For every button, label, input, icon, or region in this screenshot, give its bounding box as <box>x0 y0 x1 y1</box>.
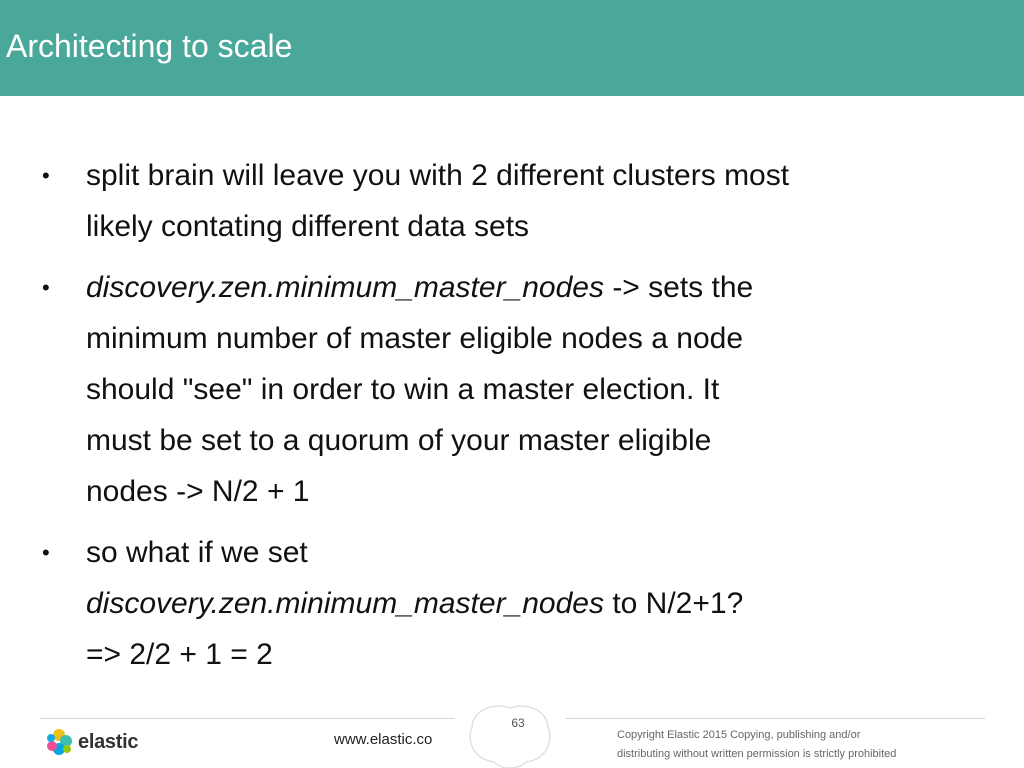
footer-divider-right <box>565 718 985 719</box>
elastic-logo-icon <box>47 729 72 755</box>
bullet-line: likely contating different data sets <box>86 210 530 243</box>
brand-name: elastic <box>78 731 139 753</box>
page-number: 63 <box>511 716 525 730</box>
bullet-line: so what if we set <box>86 536 308 569</box>
bullet-item: • so what if we set discovery.zen.minimu… <box>36 527 986 680</box>
copyright-line: Copyright Elastic 2015 Copying, publishi… <box>617 729 861 741</box>
copyright-line: distributing without written permission … <box>617 748 897 760</box>
bullet-dot: • <box>42 163 50 188</box>
slide-title: Architecting to scale <box>6 28 293 64</box>
setting-name: discovery.zen.minimum_master_nodes <box>86 587 604 620</box>
title-bar <box>0 0 1024 96</box>
bullet-line: should "see" in order to win a master el… <box>86 373 720 406</box>
setting-name: discovery.zen.minimum_master_nodes <box>86 271 604 304</box>
copyright-notice: Copyright Elastic 2015 Copying, publishi… <box>617 726 957 764</box>
bullet-item: • discovery.zen.minimum_master_nodes -> … <box>36 262 986 517</box>
bullet-text: to N/2+1? <box>603 587 744 620</box>
bullet-line: split brain will leave you with 2 differ… <box>86 159 790 192</box>
bullet-item: • split brain will leave you with 2 diff… <box>36 150 986 252</box>
bullet-dot: • <box>42 275 50 300</box>
footer-divider-left <box>40 718 455 719</box>
website-link[interactable]: www.elastic.co <box>334 731 433 748</box>
bullet-line: minimum number of master eligible nodes … <box>86 322 743 355</box>
bullet-line: => 2/2 + 1 = 2 <box>86 638 273 671</box>
page-badge-icon <box>469 705 551 768</box>
bullet-list: • split brain will leave you with 2 diff… <box>36 150 986 690</box>
bullet-line: nodes -> N/2 + 1 <box>86 475 310 508</box>
bullet-line: discovery.zen.minimum_master_nodes -> se… <box>86 262 986 313</box>
bullet-line: must be set to a quorum of your master e… <box>86 424 712 457</box>
bullet-line: discovery.zen.minimum_master_nodes to N/… <box>86 578 986 629</box>
bullet-text: -> sets the <box>603 271 754 304</box>
bullet-dot: • <box>42 540 50 565</box>
